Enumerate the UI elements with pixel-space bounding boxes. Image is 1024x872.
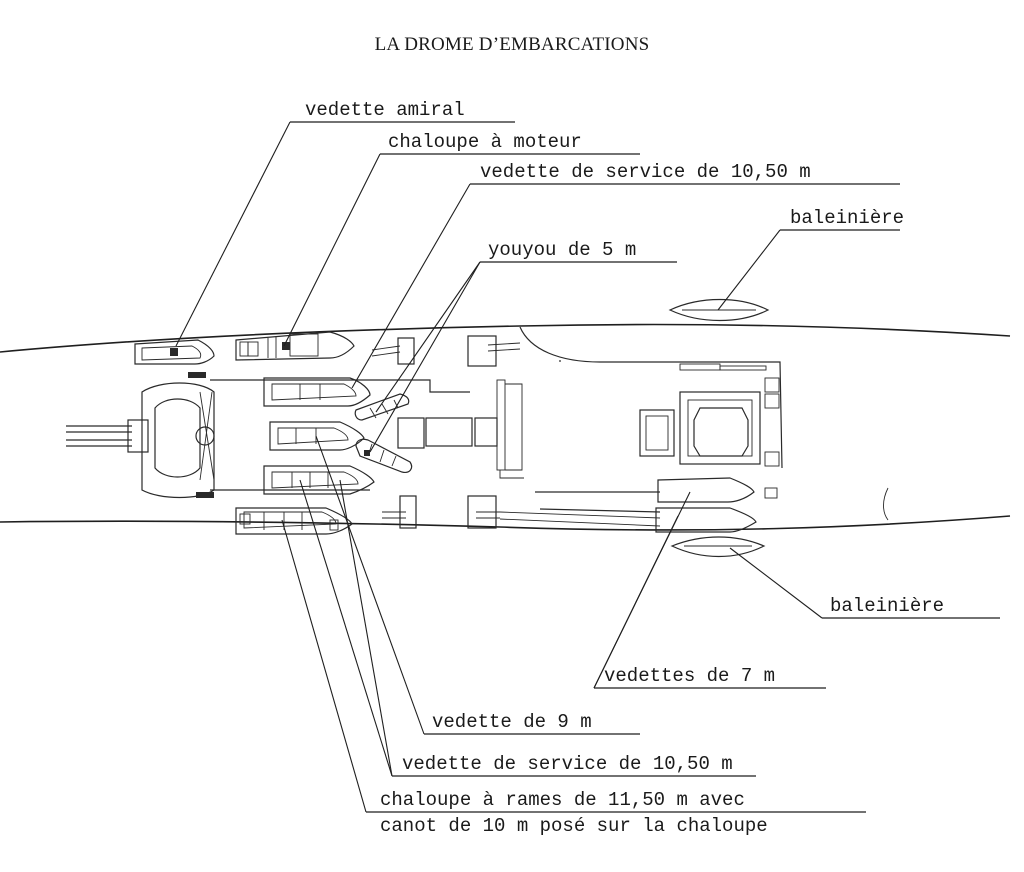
label-vedette-service-top: vedette de service de 10,50 m bbox=[480, 161, 811, 183]
boat-baleiniere-bottom bbox=[670, 536, 766, 558]
leader-lines bbox=[175, 121, 1000, 813]
label-baleiniere-top: baleinière bbox=[790, 207, 904, 229]
label-chaloupe-rames-line2: canot de 10 m posé sur la chaloupe bbox=[380, 815, 768, 837]
boat-vedette-9m bbox=[269, 421, 365, 451]
label-youyou: youyou de 5 m bbox=[488, 239, 636, 261]
label-chaloupe-moteur: chaloupe à moteur bbox=[388, 131, 582, 153]
label-chaloupe-rames-line1: chaloupe à rames de 11,50 m avec bbox=[380, 789, 745, 811]
boat-chaloupe-rames bbox=[235, 507, 353, 535]
boat-vedette-service-lower bbox=[263, 465, 375, 495]
boat-chaloupe-moteur bbox=[235, 331, 355, 361]
label-vedettes-7m: vedettes de 7 m bbox=[604, 665, 775, 687]
boat-vedette-amiral bbox=[134, 339, 215, 365]
label-vedette-service-bottom: vedette de service de 10,50 m bbox=[402, 753, 733, 775]
boat-youyou-lower bbox=[355, 438, 413, 473]
boat-vedettes-7m bbox=[655, 477, 757, 533]
forward-turret bbox=[66, 372, 215, 499]
deck-superstructure bbox=[210, 326, 783, 513]
label-baleiniere-bottom: baleinière bbox=[830, 595, 944, 617]
boats bbox=[134, 298, 770, 558]
davits bbox=[247, 335, 661, 531]
label-vedette-9m: vedette de 9 m bbox=[432, 711, 592, 733]
boat-vedette-service-upper bbox=[263, 377, 371, 407]
label-vedette-amiral: vedette amiral bbox=[305, 99, 465, 121]
boat-youyou-upper bbox=[354, 393, 410, 421]
boat-baleiniere-top bbox=[668, 298, 770, 322]
page-title: LA DROME D’EMBARCATIONS bbox=[374, 34, 650, 55]
ship-hull bbox=[0, 323, 1011, 531]
diagram-labels: vedette amiral chaloupe à moteur vedette… bbox=[305, 99, 944, 837]
